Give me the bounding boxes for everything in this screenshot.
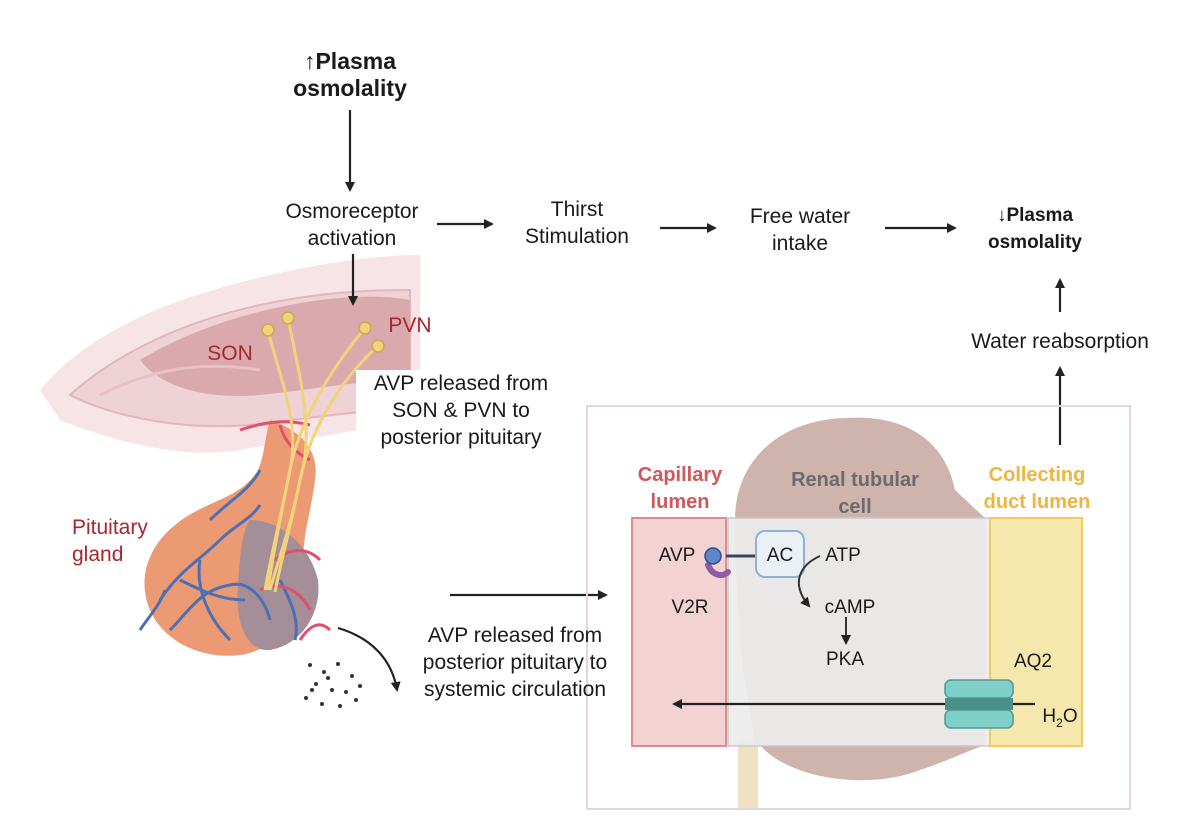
flow-arrows [337,110,1065,692]
water-reabsorption-label: Water reabsorption [971,330,1149,353]
avp-circulation-label: AVP released from posterior pituitary to… [422,624,608,701]
aquaporin-channel [944,679,1014,729]
neuron-axons [263,317,380,593]
pvn-label: PVN [388,314,432,337]
atp-label: ATP [825,545,861,566]
up-arrow-icon: ↑ [303,48,316,74]
v2r-receptor [705,554,755,579]
plasma-increase-label: ↑Plasma osmolality [293,48,407,101]
ac-label: AC [766,545,794,566]
avp-son-pvn-label: AVP released from SON & PVN to posterior… [356,370,566,451]
pka-label: PKA [825,649,865,670]
pituitary-label: Pituitary gland [72,516,148,566]
avp-molecule [704,547,722,565]
ac-enzyme [755,530,805,578]
h2o-label: H2O [1042,706,1078,730]
pituitary-gland [138,420,332,656]
signaling-arrows [797,555,851,645]
arrow-to-circulation [337,626,401,692]
water-intake-label: Free water intake [749,205,851,255]
plasma-decrease-label: ↓Plasma osmolality [988,205,1082,253]
capillary-lumen-label: Capillary lumen [637,464,723,513]
down-arrow-icon: ↓ [996,205,1007,226]
thirst-label: Thirst Stimulation [525,198,629,248]
kidney-panel-frame [586,405,1131,810]
avp-label: AVP [658,545,696,566]
osmoreceptor-label: Osmoreceptor activation [285,200,419,250]
secreted-avp-dots [304,662,362,708]
son-label: SON [207,342,253,365]
neuron-somas [261,311,385,353]
camp-label: cAMP [824,597,876,618]
collecting-duct-label: Collecting duct lumen [983,464,1091,513]
aq2-label: AQ2 [1013,651,1053,672]
brain-tissue [40,255,420,453]
renal-cell-label: Renal tubular cell [791,469,919,518]
v2r-label: V2R [671,597,709,618]
